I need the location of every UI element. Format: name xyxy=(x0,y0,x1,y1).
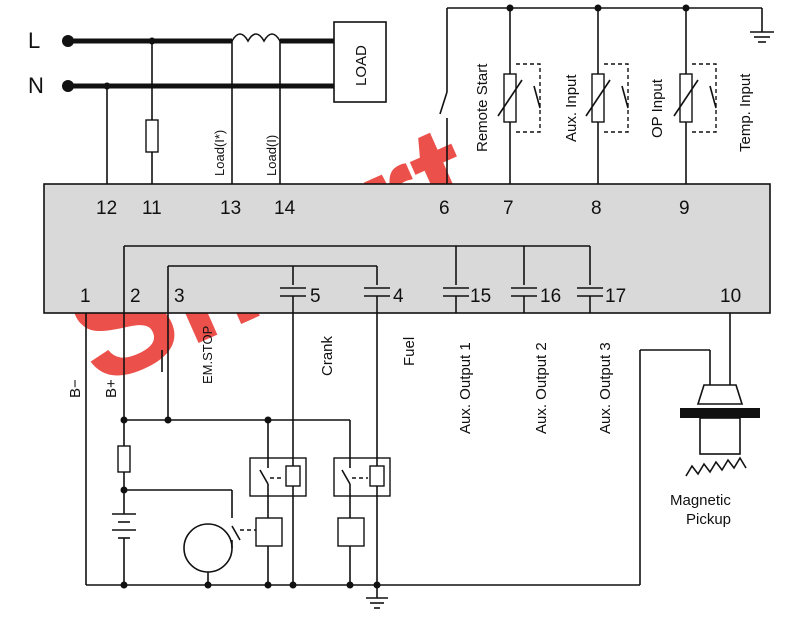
controller-panel xyxy=(43,183,771,314)
pickup-label: Pickup xyxy=(686,511,731,528)
ground-icon xyxy=(366,597,388,609)
terminal-14: 14 xyxy=(274,198,296,219)
terminal-5: 5 xyxy=(310,286,321,307)
aux-output-2-label: Aux. Output 2 xyxy=(533,342,550,434)
starter-contact xyxy=(231,525,241,541)
magnetic-label: Magnetic xyxy=(670,492,731,509)
em-stop-switch xyxy=(161,350,169,372)
terminal-13: 13 xyxy=(220,198,241,219)
load-i-star-label: Load(I*) xyxy=(212,130,227,176)
line-l-label: L xyxy=(28,28,40,53)
fuel-label: Fuel xyxy=(401,337,418,366)
battery-symbol xyxy=(112,513,136,539)
temp-input-label: Temp. Input xyxy=(737,73,754,152)
capacitor-16 xyxy=(511,287,537,313)
aux-output-3-label: Aux. Output 3 xyxy=(597,342,614,434)
crank-relay xyxy=(249,313,307,585)
inductor-symbol xyxy=(231,33,281,43)
terminal-16: 16 xyxy=(540,286,561,307)
b-minus-label: B− xyxy=(67,379,84,398)
terminal-11: 11 xyxy=(142,198,162,219)
load-i-label: Load(I) xyxy=(264,135,279,176)
capacitor-5 xyxy=(280,287,306,313)
battery-fuse xyxy=(117,445,131,473)
terminal-3: 3 xyxy=(174,286,185,307)
op-input-label: OP Input xyxy=(649,78,666,138)
fuel-relay xyxy=(333,313,391,585)
aux-input-sensor-7 xyxy=(497,8,541,184)
starter-motor xyxy=(183,523,233,573)
terminal-9: 9 xyxy=(679,198,690,219)
crank-label: Crank xyxy=(319,335,336,376)
b-plus-label: B+ xyxy=(103,379,120,398)
load-box xyxy=(333,21,387,103)
terminal-17: 17 xyxy=(605,286,626,307)
op-input-sensor-9 xyxy=(673,8,717,184)
aux-input-label: Aux. Input xyxy=(563,74,580,142)
remote-start-switch xyxy=(439,91,448,115)
load-box-label: LOAD xyxy=(353,45,370,86)
terminal-12: 12 xyxy=(96,198,117,219)
terminal-8: 8 xyxy=(591,198,602,219)
terminal-6: 6 xyxy=(439,198,450,219)
magnetic-pickup-sensor xyxy=(680,384,760,477)
remote-start-label: Remote Start xyxy=(474,63,491,152)
terminal-1: 1 xyxy=(80,286,91,307)
line-n-label: N xyxy=(28,73,44,98)
fuel-solenoid xyxy=(337,517,365,547)
terminal-2: 2 xyxy=(130,286,141,307)
terminal-7: 7 xyxy=(503,198,514,219)
capacitor-15 xyxy=(443,287,469,313)
aux-output-1-label: Aux. Output 1 xyxy=(457,342,474,434)
starter-solenoid xyxy=(255,517,283,547)
terminal-10: 10 xyxy=(720,286,741,307)
terminal-15: 15 xyxy=(470,286,491,307)
capacitor-17 xyxy=(577,287,603,313)
capacitor-4 xyxy=(364,287,390,313)
terminal-4: 4 xyxy=(393,286,404,307)
aux-input-sensor-8 xyxy=(585,8,629,184)
fuse-symbol xyxy=(145,119,159,153)
em-stop-label: EM.STOP xyxy=(200,326,215,384)
